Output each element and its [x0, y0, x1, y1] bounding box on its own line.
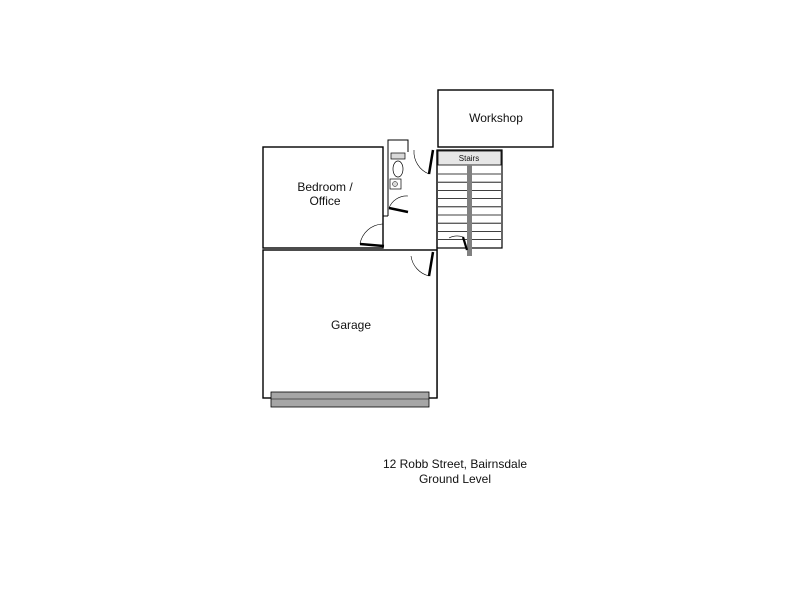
handrail — [467, 165, 472, 256]
toilet-fixture — [390, 152, 406, 178]
workshop-label: Workshop — [469, 111, 523, 125]
stairs-label: Stairs — [459, 154, 479, 163]
stair-door — [448, 235, 469, 251]
address-text: 12 Robb Street, Bairnsdale — [382, 457, 528, 471]
level-text: Ground Level — [418, 472, 492, 486]
garage-room: Garage — [262, 249, 438, 408]
stairs: Stairs — [436, 149, 503, 256]
garage-door — [270, 391, 430, 408]
bedroom-office-room: Bedroom / Office — [262, 146, 384, 249]
basin-fixture — [389, 178, 402, 190]
wc-door — [388, 195, 409, 214]
plan-caption: 12 Robb Street, Bairnsdale Ground Level — [340, 457, 570, 487]
wc-room — [383, 139, 409, 217]
bedroom-label-line1: Bedroom / — [297, 180, 353, 194]
garage-hall-door — [410, 251, 435, 277]
bedroom-door — [359, 223, 385, 248]
bedroom-label-line2: Office — [309, 194, 340, 208]
garage-label: Garage — [331, 318, 371, 332]
workshop-hall-door — [413, 149, 435, 175]
workshop-room: Workshop — [437, 89, 554, 148]
